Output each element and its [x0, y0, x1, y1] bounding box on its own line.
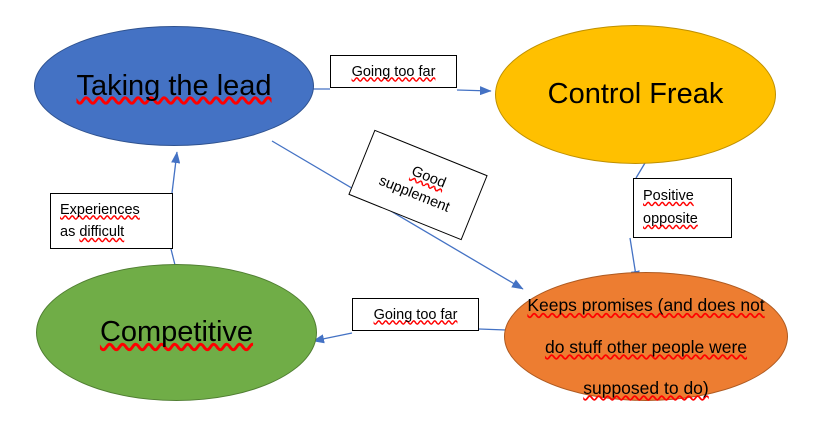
edge-label-experiences-difficult-word: difficult: [79, 224, 125, 240]
edge-label-going-too-far-top[interactable]: Going too far: [330, 55, 457, 88]
edge-label-going-too-far-bottom-text: Going too far: [373, 306, 458, 323]
node-control-freak[interactable]: Control Freak: [495, 25, 776, 164]
edge-taking-the-lead-to-control-freak[interactable]: [312, 86, 492, 96]
edge-taking-the-lead-to-keeps-promises[interactable]: [271, 140, 524, 290]
node-control-freak-label: Control Freak: [547, 78, 724, 111]
node-keeps-promises-line-1: Keeps promises (and does not: [527, 295, 765, 316]
edge-label-going-too-far-bottom[interactable]: Going too far: [352, 298, 479, 331]
node-keeps-promises-label: Keeps promises (and does not do stuff ot…: [517, 275, 774, 399]
edge-label-positive-line-2: opposite: [643, 211, 698, 227]
edge-keeps-promises-to-competitive[interactable]: [312, 328, 507, 344]
node-competitive-label: Competitive: [99, 316, 254, 349]
node-taking-the-lead[interactable]: Taking the lead: [34, 26, 314, 146]
edge-label-going-too-far-top-text: Going too far: [351, 63, 436, 80]
node-taking-the-lead-label: Taking the lead: [76, 69, 272, 102]
edge-competitive-to-taking-the-lead[interactable]: [170, 151, 181, 266]
node-competitive[interactable]: Competitive: [36, 264, 317, 401]
node-keeps-promises-line-3: supposed to do): [583, 377, 709, 398]
edge-label-experiences-line-2: as difficult: [60, 224, 125, 240]
node-keeps-promises[interactable]: Keeps promises (and does not do stuff ot…: [504, 272, 788, 401]
node-keeps-promises-line-2: do stuff other people were: [544, 336, 748, 357]
edge-label-positive-opposite[interactable]: Positive opposite: [633, 178, 732, 238]
edge-label-experiences-line-1: Experiences: [60, 201, 140, 218]
edge-label-positive-line-1: Positive: [643, 187, 694, 204]
edge-label-experiences-as-difficult[interactable]: Experiences as difficult: [50, 193, 173, 249]
